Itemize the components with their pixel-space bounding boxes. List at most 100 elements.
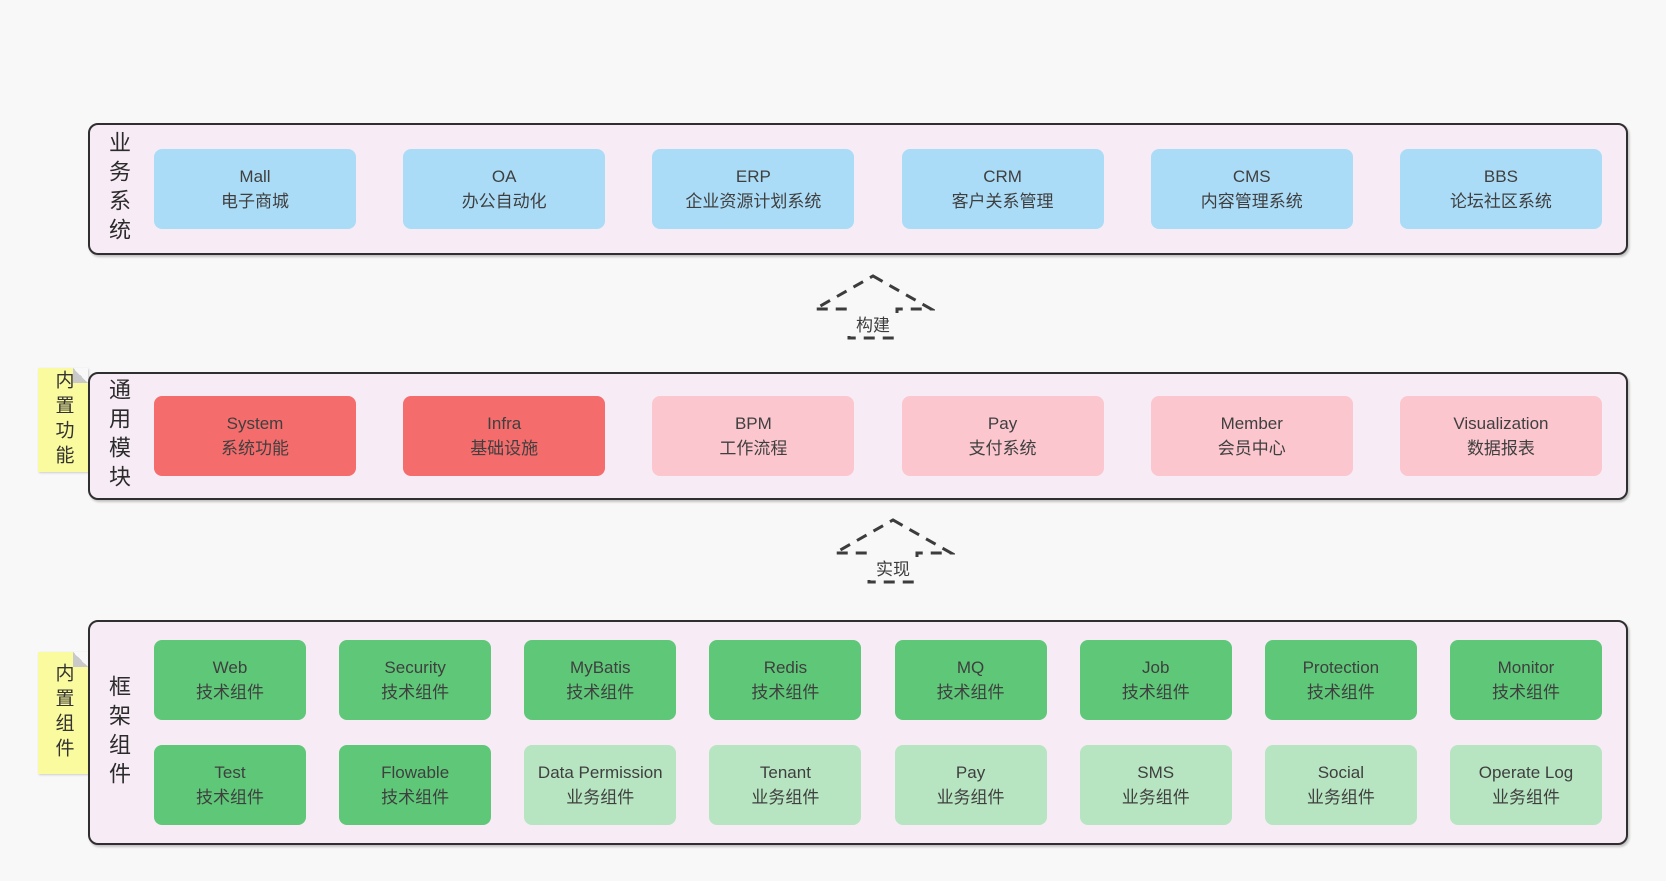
business-systems-boxes: Mall 电子商城 OA 办公自动化 ERP 企业资源计划系统 CRM 客户关系… — [146, 125, 1626, 253]
box-desc: 支付系统 — [968, 439, 1037, 458]
section-title: 框架组件 — [106, 674, 131, 791]
box-name: ERP — [735, 166, 771, 186]
box-name: Job — [1141, 657, 1170, 677]
implement-up-arrow-icon: 实现 — [831, 518, 955, 584]
section-title: 业务系统 — [106, 131, 131, 247]
box-sms: SMS 业务组件 — [1079, 745, 1232, 825]
box-pay-component: Pay 业务组件 — [894, 745, 1047, 825]
tech-components-row: Web 技术组件 Security 技术组件 MyBatis 技术组件 Redi… — [154, 640, 1602, 720]
builtin-components-note: 内置组件 — [38, 652, 88, 774]
box-name: Mall — [239, 166, 271, 186]
box-desc: 会员中心 — [1217, 439, 1286, 458]
framework-components-section: 框架组件 Web 技术组件 Security 技术组件 MyBatis 技术组件… — [88, 620, 1628, 845]
box-desc: 工作流程 — [719, 439, 788, 458]
box-name: CMS — [1232, 166, 1271, 186]
box-desc: 业务组件 — [1491, 788, 1560, 807]
box-data-permission: Data Permission 业务组件 — [524, 745, 677, 825]
box-member: Member 会员中心 — [1150, 396, 1353, 476]
box-name: Monitor — [1497, 657, 1555, 677]
box-desc: 数据报表 — [1466, 439, 1535, 458]
box-visualization: Visualization 数据报表 — [1399, 396, 1602, 476]
framework-components-label: 框架组件 — [90, 622, 146, 843]
box-desc: 技术组件 — [1121, 683, 1190, 702]
box-name: OA — [491, 166, 517, 186]
box-flowable: Flowable 技术组件 — [339, 745, 492, 825]
box-desc: 客户关系管理 — [951, 192, 1054, 211]
box-desc: 业务组件 — [1306, 788, 1375, 807]
common-modules-boxes: System 系统功能 Infra 基础设施 BPM 工作流程 Pay 支付系统… — [146, 374, 1626, 498]
box-name: BBS — [1483, 166, 1518, 186]
box-name: Operate Log — [1478, 762, 1574, 782]
box-tenant: Tenant 业务组件 — [709, 745, 862, 825]
box-pay-module: Pay 支付系统 — [901, 396, 1104, 476]
box-test: Test 技术组件 — [154, 745, 306, 825]
business-systems-section: 业务系统 Mall 电子商城 OA 办公自动化 ERP 企业资源计划系统 CRM… — [88, 123, 1628, 255]
common-modules-section: 通用模块 System 系统功能 Infra 基础设施 BPM 工作流程 Pay… — [88, 372, 1628, 500]
box-bbs: BBS 论坛社区系统 — [1399, 149, 1602, 229]
box-name: Redis — [763, 657, 808, 677]
box-name: CRM — [983, 166, 1022, 186]
box-desc: 技术组件 — [381, 788, 450, 807]
box-social: Social 业务组件 — [1264, 745, 1417, 825]
box-name: Pay — [987, 413, 1018, 433]
box-name: Infra — [487, 413, 522, 433]
box-desc: 论坛社区系统 — [1449, 192, 1552, 211]
box-name: Data Permission — [537, 762, 663, 782]
business-systems-label: 业务系统 — [90, 125, 146, 253]
box-name: Member — [1220, 413, 1283, 433]
section-title: 通用模块 — [106, 378, 131, 494]
box-monitor: Monitor 技术组件 — [1449, 640, 1602, 720]
folded-corner-icon — [73, 652, 88, 667]
box-job: Job 技术组件 — [1079, 640, 1232, 720]
box-erp: ERP 企业资源计划系统 — [652, 149, 855, 229]
box-desc: 技术组件 — [751, 683, 820, 702]
note-label: 内置功能 — [52, 370, 74, 470]
box-desc: 技术组件 — [381, 683, 450, 702]
box-desc: 技术组件 — [196, 683, 264, 702]
box-mq: MQ 技术组件 — [894, 640, 1047, 720]
box-name: SMS — [1137, 762, 1175, 782]
build-arrow-label: 构建 — [856, 316, 890, 335]
box-desc: 技术组件 — [196, 788, 264, 807]
common-modules-label: 通用模块 — [90, 374, 146, 498]
box-desc: 系统功能 — [221, 439, 289, 458]
box-infra: Infra 基础设施 — [403, 396, 606, 476]
box-operate-log: Operate Log 业务组件 — [1449, 745, 1602, 825]
box-desc: 企业资源计划系统 — [685, 192, 822, 211]
box-name: Web — [212, 657, 248, 677]
box-name: Protection — [1302, 657, 1380, 677]
box-desc: 业务组件 — [936, 788, 1005, 807]
box-desc: 办公自动化 — [461, 192, 547, 211]
box-name: Visualization — [1453, 413, 1549, 433]
box-bpm: BPM 工作流程 — [652, 396, 855, 476]
box-desc: 技术组件 — [1491, 683, 1560, 702]
box-name: Security — [384, 657, 446, 677]
biz-components-row: Test 技术组件 Flowable 技术组件 Data Permission … — [154, 745, 1602, 825]
box-name: System — [226, 413, 284, 433]
box-cms: CMS 内容管理系统 — [1150, 149, 1353, 229]
box-name: BPM — [734, 413, 772, 433]
box-mybatis: MyBatis 技术组件 — [524, 640, 677, 720]
box-protection: Protection 技术组件 — [1264, 640, 1417, 720]
box-desc: 技术组件 — [1306, 683, 1375, 702]
box-redis: Redis 技术组件 — [709, 640, 862, 720]
box-name: Flowable — [381, 762, 450, 782]
folded-corner-icon — [73, 368, 88, 383]
box-mall: Mall 电子商城 — [154, 149, 356, 229]
box-desc: 技术组件 — [936, 683, 1005, 702]
box-desc: 基础设施 — [470, 439, 539, 458]
box-desc: 电子商城 — [221, 192, 289, 211]
box-name: Test — [214, 762, 246, 782]
box-security: Security 技术组件 — [339, 640, 492, 720]
box-oa: OA 办公自动化 — [403, 149, 606, 229]
box-name: Social — [1317, 762, 1364, 782]
box-name: MQ — [956, 657, 985, 677]
box-name: MyBatis — [570, 657, 631, 677]
builtin-features-note: 内置功能 — [38, 368, 88, 472]
box-name: Pay — [955, 762, 986, 782]
box-name: Tenant — [759, 762, 811, 782]
box-desc: 技术组件 — [566, 683, 635, 702]
box-desc: 业务组件 — [566, 788, 635, 807]
build-up-arrow-icon: 构建 — [811, 274, 935, 340]
